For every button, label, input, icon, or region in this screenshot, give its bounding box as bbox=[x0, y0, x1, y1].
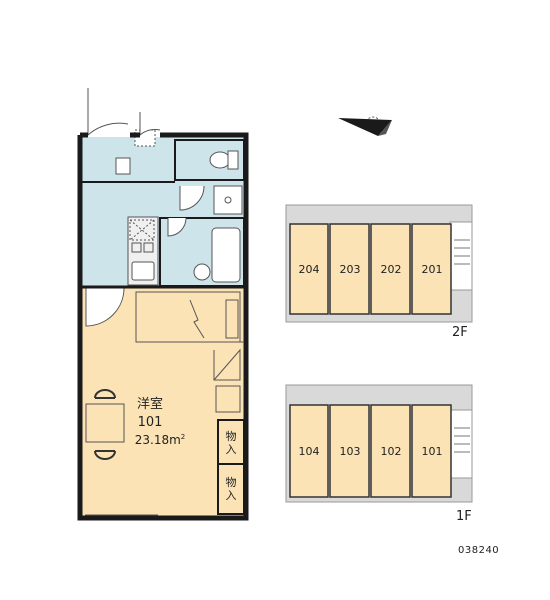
room-door bbox=[85, 287, 125, 327]
washbasin bbox=[193, 263, 211, 281]
toilet bbox=[209, 151, 231, 169]
entry-door bbox=[87, 88, 129, 137]
entry-shelf bbox=[134, 129, 156, 147]
chair-top bbox=[94, 389, 116, 399]
unit-label: 202 bbox=[380, 263, 402, 276]
unit-label: 103 bbox=[339, 445, 361, 458]
bathtub bbox=[211, 227, 241, 283]
closet-label-top: 物入 bbox=[225, 430, 237, 456]
stove-burner bbox=[143, 242, 154, 253]
unit-label: 102 bbox=[380, 445, 402, 458]
closet-top bbox=[217, 419, 245, 465]
room-type-label: 洋室 bbox=[136, 397, 163, 412]
chair-bottom bbox=[94, 450, 116, 460]
closet-bottom bbox=[217, 463, 245, 515]
north-compass bbox=[338, 116, 392, 136]
floor-label-1f: 1F bbox=[456, 509, 472, 524]
floor-1f-block bbox=[285, 384, 473, 503]
plan-code: 038240 bbox=[458, 545, 500, 556]
room-area-label: 23.18m2 bbox=[100, 433, 220, 447]
floor-label-2f: 2F bbox=[452, 325, 468, 340]
unit-label: 204 bbox=[298, 263, 320, 276]
sink bbox=[131, 261, 155, 281]
washer-space bbox=[213, 185, 243, 215]
dining-table bbox=[85, 403, 125, 443]
room-area-unit: 2 bbox=[180, 433, 186, 441]
unit-label: 201 bbox=[421, 263, 443, 276]
fridge-space bbox=[129, 219, 155, 241]
living-room bbox=[80, 286, 244, 516]
outer-wall bbox=[77, 132, 249, 521]
stove-burner bbox=[131, 242, 142, 253]
closet-label-bottom: 物入 bbox=[225, 476, 237, 502]
entry-shelf-2 bbox=[115, 157, 131, 175]
floor-2f-block bbox=[285, 204, 473, 323]
unit-label: 104 bbox=[298, 445, 320, 458]
unit-label: 101 bbox=[421, 445, 443, 458]
room-area-value: 23.18m bbox=[134, 433, 181, 447]
room-number-label: 101 bbox=[137, 415, 163, 430]
unit-label: 203 bbox=[339, 263, 361, 276]
